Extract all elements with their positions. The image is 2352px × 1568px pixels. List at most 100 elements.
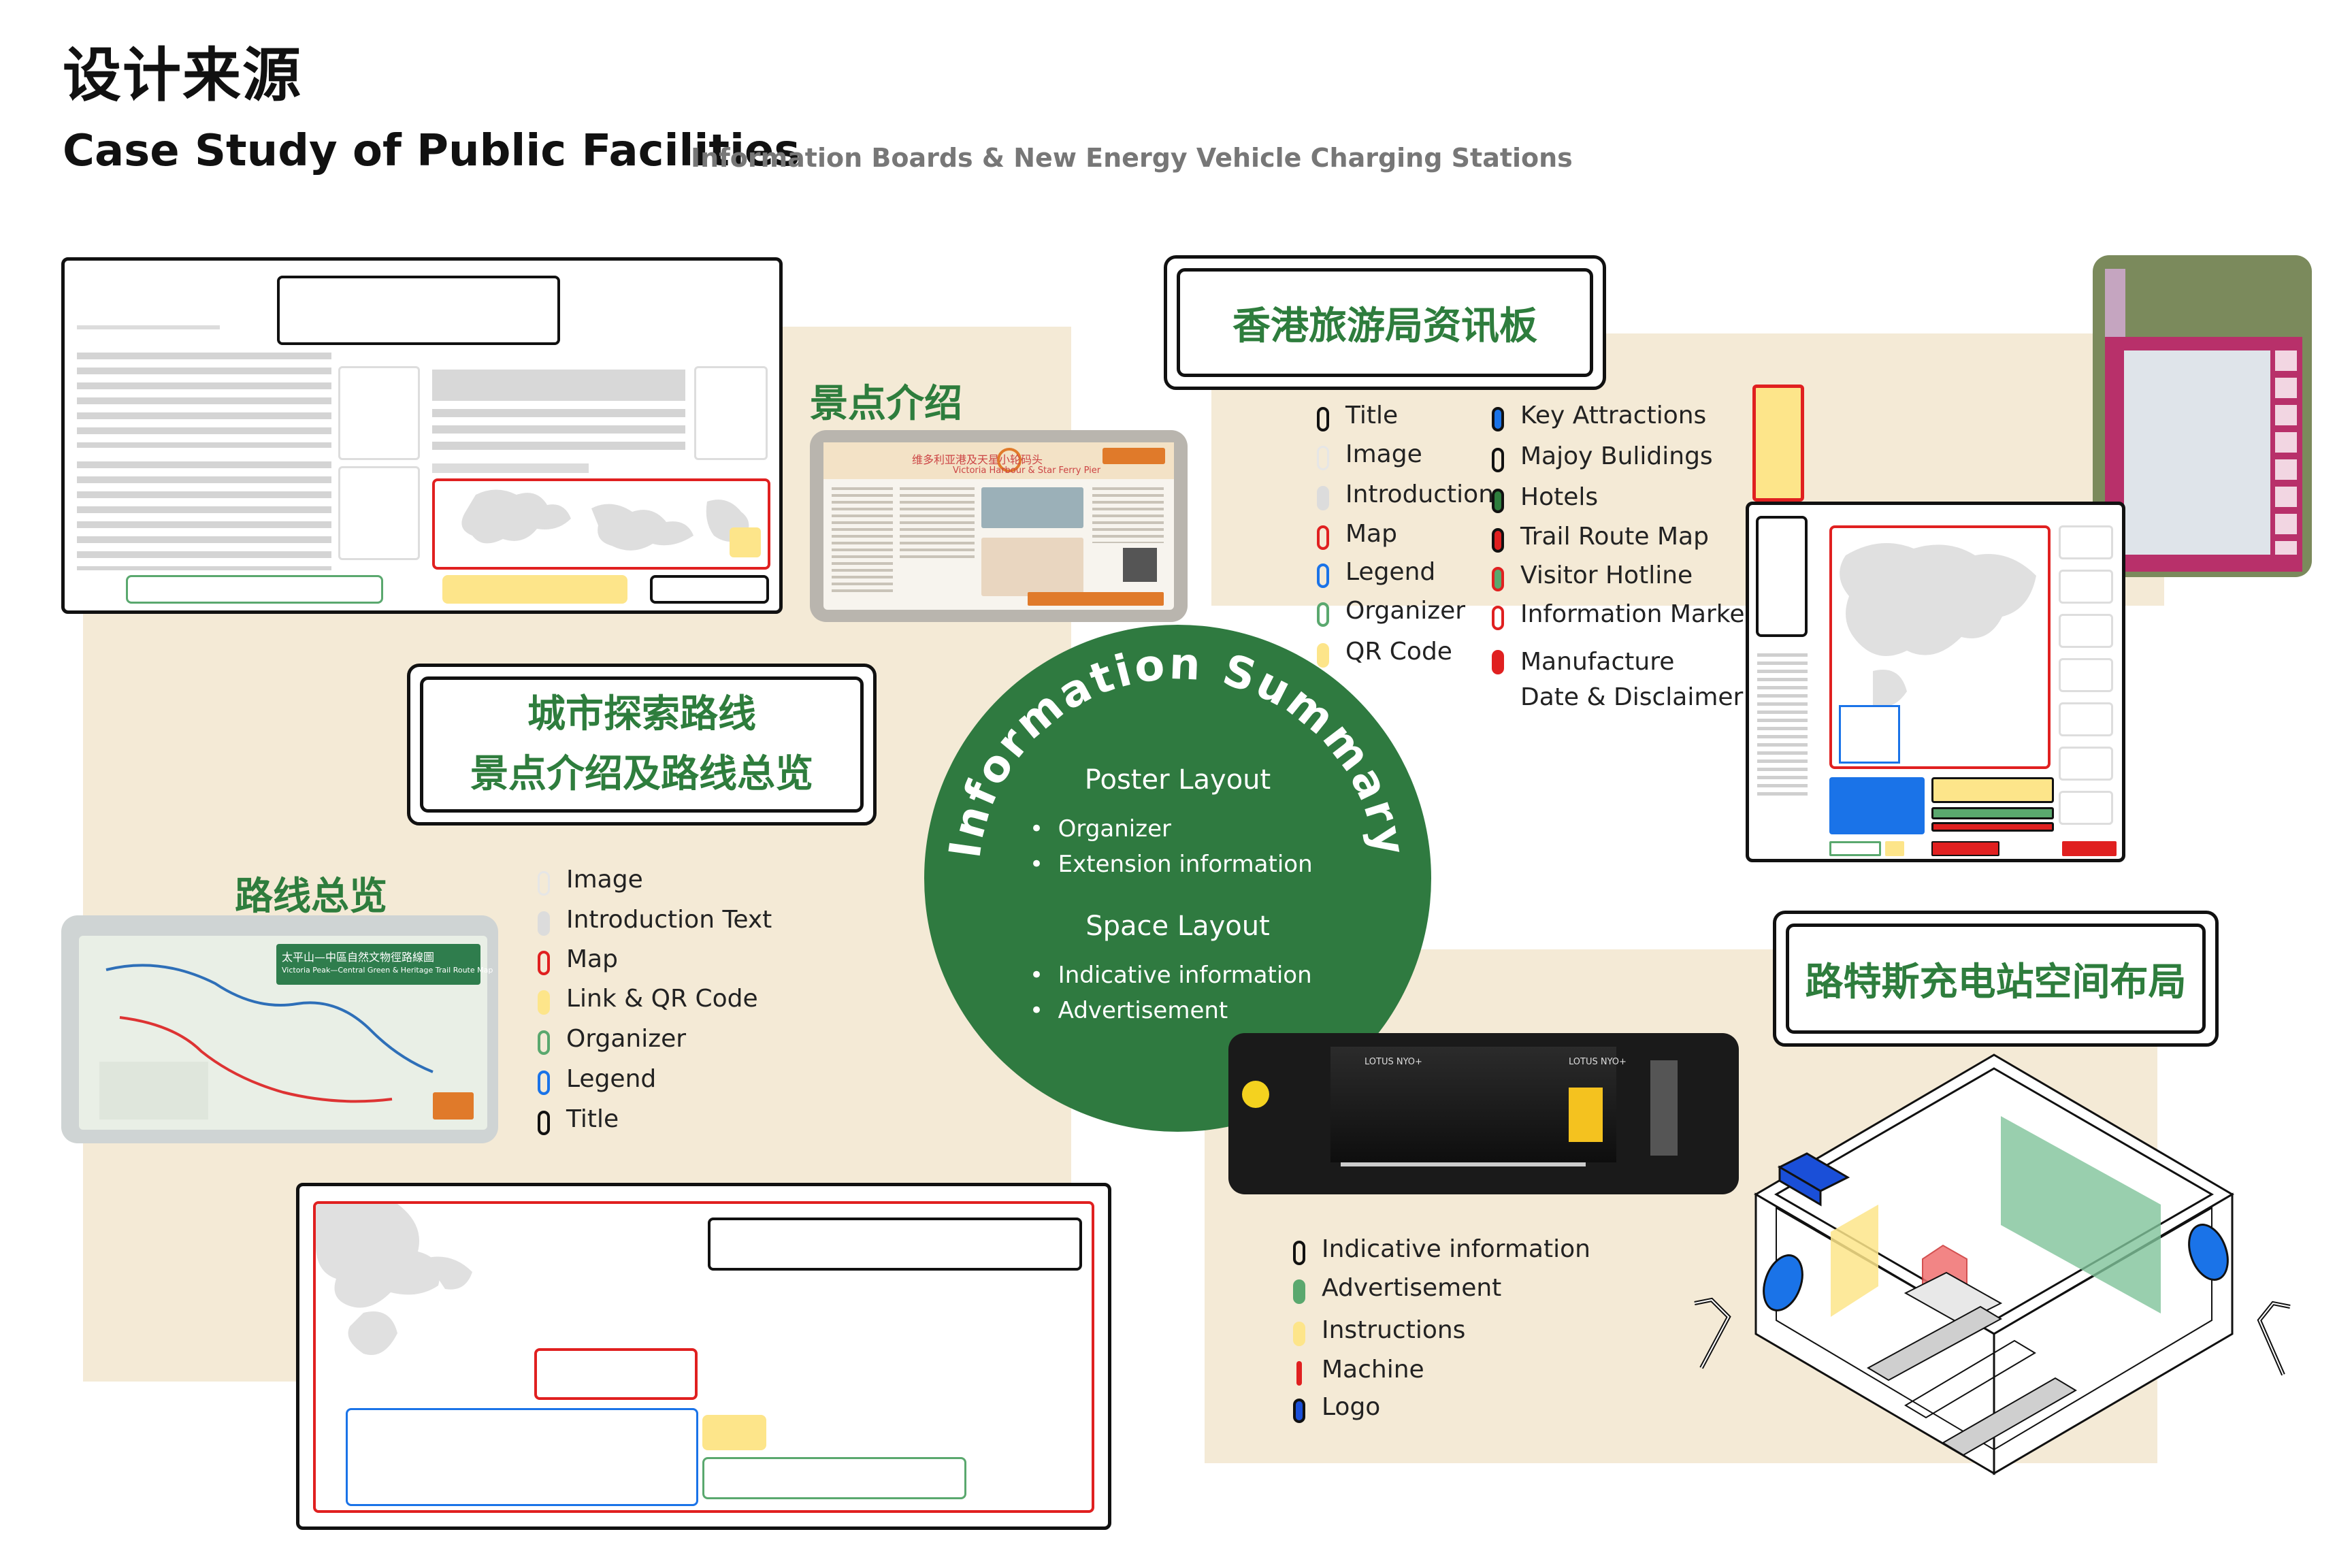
board-image bbox=[981, 487, 1083, 528]
legend-swatch bbox=[538, 990, 550, 1015]
legend-label: Image bbox=[566, 866, 643, 894]
legend-label: Manufacture bbox=[1520, 648, 1675, 676]
legend-item: Map bbox=[538, 945, 618, 975]
legend-item: Key Attractions bbox=[1492, 402, 1706, 431]
wireframe-image-slot bbox=[2059, 658, 2113, 692]
legend-swatch bbox=[1492, 528, 1504, 553]
wireframe-link-block bbox=[442, 575, 627, 604]
board-frame bbox=[2105, 337, 2302, 572]
legend-label: Map bbox=[566, 945, 618, 973]
legend-item: Title bbox=[1317, 402, 1398, 431]
legend-hktb-right: Key Attractions Majoy Bulidings Hotels T… bbox=[1492, 402, 1754, 715]
legend-label: Title bbox=[1345, 402, 1399, 429]
wireframe-text-column bbox=[1757, 653, 1808, 796]
iso-corner-bracket-left bbox=[1694, 1297, 1731, 1369]
space-item: • Advertisement bbox=[1030, 997, 1228, 1024]
iso-instructions-panel bbox=[1831, 1205, 1878, 1317]
board-text-column bbox=[1092, 487, 1164, 543]
board-title: 太平山—中區自然文物徑路線圖 bbox=[282, 951, 435, 964]
legend-label: Visitor Hotline bbox=[1520, 561, 1693, 589]
legend-item: Trail Route Map bbox=[1492, 523, 1709, 553]
legend-item: Image bbox=[538, 866, 643, 896]
legend-route: Image Introduction Text Map Link & QR Co… bbox=[538, 866, 946, 1152]
wireframe-title-block bbox=[708, 1218, 1082, 1271]
lotus-sign-text: LOTUS NYO+ bbox=[1569, 1057, 1627, 1067]
legend-item: Organizer bbox=[1317, 597, 1465, 627]
photo-hktb-board bbox=[2093, 255, 2312, 577]
legend-item: Machine bbox=[1293, 1356, 1424, 1386]
wireframe-organizer-block bbox=[702, 1457, 966, 1499]
wireframe-text-block bbox=[77, 461, 331, 570]
legend-swatch bbox=[1293, 1322, 1305, 1346]
legend-label: Indicative information bbox=[1322, 1235, 1590, 1263]
legend-item: Logo bbox=[1293, 1393, 1380, 1423]
legend-label: Majoy Bulidings bbox=[1520, 442, 1713, 470]
legend-item: Indicative information bbox=[1293, 1235, 1590, 1265]
map-silhouette-icon bbox=[1840, 543, 2036, 707]
legend-swatch bbox=[1317, 486, 1329, 510]
legend-swatch bbox=[1492, 606, 1504, 630]
legend-item: Hotels bbox=[1492, 483, 1598, 513]
legend-swatch bbox=[1317, 643, 1329, 668]
legend-swatch bbox=[538, 1071, 550, 1095]
legend-swatch bbox=[1296, 1361, 1302, 1386]
poster-item-label: Organizer bbox=[1058, 815, 1171, 843]
wireframe-map-detail bbox=[534, 1348, 698, 1400]
wireframe-map-area bbox=[1829, 525, 2051, 769]
title-box-hktb: 香港旅游局资讯板 bbox=[1164, 255, 1606, 390]
board-arrow-sign bbox=[1102, 448, 1165, 464]
space-item: • Indicative information bbox=[1030, 962, 1312, 989]
lotus-ad-panel bbox=[1569, 1088, 1603, 1142]
page-subtitle-note: Information Boards & New Energy Vehicle … bbox=[691, 143, 1573, 173]
legend-item: Introduction bbox=[1317, 480, 1494, 510]
wireframe-trail-route bbox=[1931, 822, 2054, 832]
wireframe-image-slot bbox=[338, 366, 420, 460]
legend-label: Map bbox=[1345, 520, 1397, 548]
legend-item: Image bbox=[1317, 440, 1422, 470]
legend-swatch bbox=[538, 951, 550, 975]
lotus-sign-text: LOTUS NYO+ bbox=[1365, 1057, 1422, 1067]
wireframe-qr-small bbox=[1885, 841, 1904, 856]
legend-item: Link & QR Code bbox=[538, 985, 758, 1015]
wireframe-image-slot bbox=[2059, 525, 2113, 559]
legend-swatch bbox=[1317, 446, 1329, 470]
wireframe-intro-lines bbox=[432, 409, 685, 457]
legend-label: Hotels bbox=[1520, 483, 1599, 511]
wireframe-image-slot bbox=[2059, 791, 2113, 825]
wireframe-text-line bbox=[77, 325, 220, 329]
legend-hktb-left: Title Image Introduction Map Legend Orga… bbox=[1317, 402, 1494, 681]
iso-parking-bay bbox=[1904, 1339, 2036, 1419]
wireframe-intro-line bbox=[432, 463, 589, 473]
legend-lotus: Indicative information Advertisement Ins… bbox=[1293, 1235, 1633, 1439]
legend-swatch bbox=[1317, 407, 1329, 431]
legend-label: QR Code bbox=[1345, 638, 1452, 666]
page-title: 设计来源 bbox=[63, 42, 302, 110]
poster-item: • Extension information bbox=[1030, 851, 1313, 878]
legend-swatch bbox=[538, 871, 550, 896]
legend-item: QR Code bbox=[1317, 638, 1452, 668]
legend-item: Visitor Hotline bbox=[1492, 561, 1693, 591]
legend-swatch bbox=[1492, 448, 1504, 472]
legend-label: Legend bbox=[1345, 558, 1436, 586]
board-subtitle: Victoria Harbour & Star Ferry Pier bbox=[953, 466, 1101, 476]
city-route-line2: 景点介绍及路线总览 bbox=[470, 752, 813, 796]
wireframe-map-area bbox=[432, 478, 770, 570]
legend-label: Advertisement bbox=[1322, 1274, 1502, 1302]
trail-map-icon bbox=[99, 964, 434, 1120]
legend-swatch bbox=[1317, 525, 1329, 550]
wireframe-title-block bbox=[277, 276, 560, 345]
wireframe-text-block bbox=[77, 353, 331, 448]
legend-item: Majoy Bulidings bbox=[1492, 442, 1713, 472]
space-item-label: Advertisement bbox=[1058, 997, 1228, 1024]
wireframe-legend-block bbox=[346, 1408, 698, 1506]
iso-parking-bay bbox=[1942, 1377, 2077, 1456]
legend-item: Map bbox=[1317, 520, 1397, 550]
poster-item-label: Extension information bbox=[1058, 851, 1313, 878]
city-route-line1: 城市探索路线 bbox=[527, 692, 756, 736]
wireframe-image-slot bbox=[2059, 570, 2113, 604]
iso-logo-ellipse-right bbox=[2188, 1224, 2229, 1281]
legend-item: Information Marker bbox=[1492, 600, 1754, 630]
wireframe-title-vertical bbox=[1756, 516, 1808, 637]
board-logo-icon bbox=[997, 448, 1022, 472]
